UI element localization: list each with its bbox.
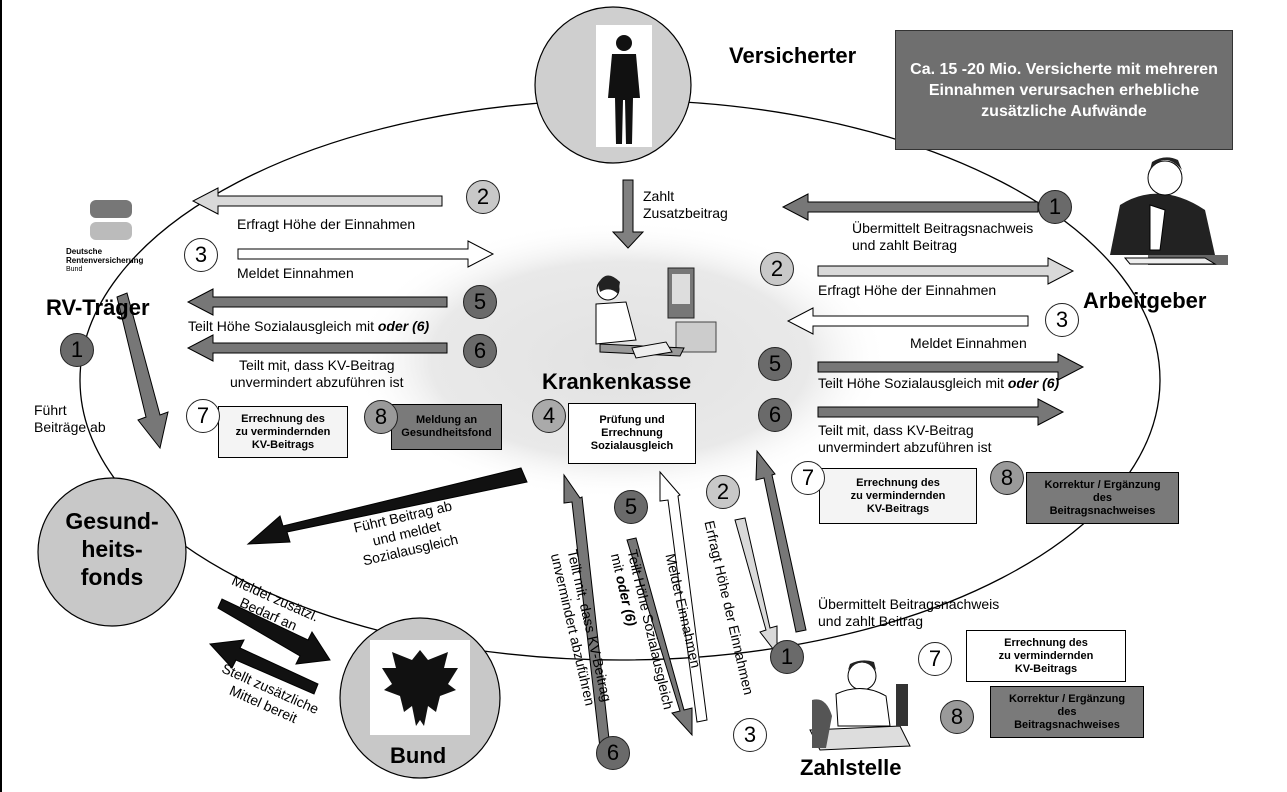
step-2-ag: 2 (760, 252, 794, 286)
step-5-zs: 5 (614, 490, 648, 524)
label-ag-uebermittelt: Übermittelt Beitragsnachweis und zahlt B… (852, 220, 1034, 253)
arrow-rv-erfragt (191, 187, 443, 215)
node-rv-traeger: RV-Träger (46, 295, 150, 320)
label-zahlt-zusatzbeitrag: Zahlt Zusatzbeitrag (643, 188, 728, 221)
drv-logo-sub: Bund (66, 266, 83, 273)
label-rv-teilt-hoehe-text: Teilt Höhe Sozialausgleich mit (188, 318, 378, 334)
arrow-ag-teilt-hoehe (817, 353, 1085, 381)
label-rv-erfragt: Erfragt Höhe der Einnahmen (237, 216, 416, 232)
label-ag-oder6: oder (6) (1007, 375, 1060, 391)
step-7-zs: 7 (918, 642, 952, 676)
label-rv-oder6: oder (6) (377, 318, 430, 334)
label-ag-teilt-hoehe-text: Teilt Höhe Sozialausgleich mit (818, 375, 1008, 391)
step-6-ag: 6 (758, 398, 792, 432)
step-2-zs: 2 (706, 475, 740, 509)
drv-logo-icon (90, 200, 132, 240)
arrow-v-erfragt (734, 517, 778, 656)
step-6-rv: 6 (463, 334, 497, 368)
arrow-v-teilt-hoehe (626, 537, 693, 737)
step-8-zs: 8 (940, 700, 974, 734)
step-3-zs: 3 (733, 718, 767, 752)
person-silhouette-icon (608, 35, 640, 144)
label-zs-uebermittelt: Übermittelt Beitragsnachweis und zahlt B… (818, 596, 1000, 629)
arrow-rv-meldet (237, 240, 495, 268)
node-zahlstelle: Zahlstelle (800, 755, 902, 780)
label-ag-teilt-hoehe: Teilt Höhe Sozialausgleich mit oder (6) (818, 375, 1059, 392)
arrow-gf-stellt (208, 639, 319, 695)
box-ag-errechnung: Errechnung des zu vermindernden KV-Beitr… (819, 468, 977, 524)
arrow-gf-meldet (217, 598, 331, 665)
node-bund: Bund (390, 743, 447, 768)
node-krankenkasse: Krankenkasse (542, 369, 692, 394)
box-zs-errechnung: Errechnung des zu vermindernden KV-Beitr… (966, 630, 1126, 682)
step-5-ag: 5 (758, 347, 792, 381)
node-gesundheitsfonds: Gesund- heits- fonds (65, 508, 159, 590)
arrow-rv-teilt-hoehe (186, 288, 448, 316)
step-4-kk: 4 (532, 399, 566, 433)
clerk-desk-icon (809, 660, 911, 751)
label-ag-teilt-mit: Teilt mit, dass KV-Beitrag unvermindert … (818, 422, 992, 455)
note-box: Ca. 15 -20 Mio. Versicherte mit mehreren… (895, 30, 1233, 150)
box-rv-errechnung: Errechnung des zu vermindernden KV-Beitr… (218, 406, 348, 458)
arrow-kk-fuehrt-beitrag (246, 467, 528, 545)
arrow-fuehrt-beitraege (116, 292, 169, 450)
step-8-rv: 8 (364, 400, 398, 434)
arrow-zahlt-zusatzbeitrag (611, 179, 645, 249)
arrow-v-teilt-mit (563, 473, 611, 749)
arrow-zs-uebermittelt (755, 449, 807, 633)
label-ag-erfragt: Erfragt Höhe der Einnahmen (818, 282, 997, 298)
step-5-rv: 5 (463, 285, 497, 319)
office-worker-icon (595, 267, 717, 359)
drv-logo-text: Deutsche Rentenversicherung (66, 247, 144, 265)
box-ag-korrektur: Korrektur / Ergänzung des Beitragsnachwe… (1026, 472, 1179, 524)
eagle-icon (382, 650, 458, 726)
label-rv-teilt-hoehe: Teilt Höhe Sozialausgleich mit oder (6) (188, 318, 429, 335)
step-3-rv: 3 (184, 238, 218, 272)
box-rv-meldung: Meldung an Gesundheitsfond (391, 404, 502, 450)
step-8-ag: 8 (990, 461, 1024, 495)
arrow-rv-teilt-mit (186, 334, 448, 362)
step-7-ag: 7 (791, 461, 825, 495)
step-1-rv: 1 (60, 333, 94, 367)
businessman-phone-icon (1110, 157, 1228, 265)
arrow-ag-erfragt (817, 257, 1075, 285)
step-6-zs: 6 (596, 736, 630, 770)
step-1-zs: 1 (770, 640, 804, 674)
step-7-rv: 7 (186, 399, 220, 433)
box-zs-korrektur: Korrektur / Ergänzung des Beitragsnachwe… (990, 686, 1144, 738)
arrow-v-meldet (659, 470, 708, 723)
arrow-ag-teilt-mit (817, 398, 1065, 426)
box-kk-pruefung: Prüfung und Errechnung Sozialausgleich (568, 403, 696, 464)
arrow-ag-uebermittelt (781, 193, 1039, 221)
label-fuehrt-beitraege: Führt Beiträge ab (34, 402, 106, 435)
step-2-rv: 2 (466, 180, 500, 214)
label-ag-meldet: Meldet Einnahmen (910, 335, 1027, 351)
label-rv-meldet: Meldet Einnahmen (237, 265, 354, 281)
arrow-ag-meldet (786, 307, 1029, 335)
label-rv-teilt-mit: Teilt mit, dass KV-Beitrag unvermindert … (230, 357, 404, 390)
node-versicherter: Versicherter (729, 43, 857, 68)
gesundheitsfonds-circle (37, 477, 187, 627)
step-1-ag: 1 (1038, 190, 1072, 224)
step-3-ag: 3 (1045, 303, 1079, 337)
node-arbeitgeber: Arbeitgeber (1083, 288, 1207, 313)
